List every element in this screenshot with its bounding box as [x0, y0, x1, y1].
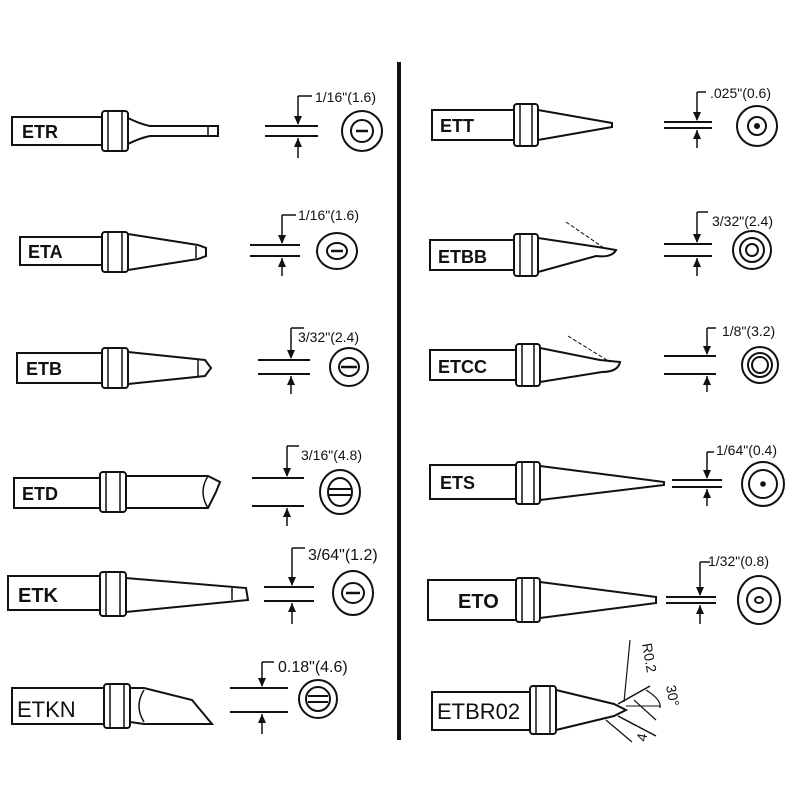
tip-ett-dimension: .025"(0.6)	[710, 85, 771, 101]
tip-eta	[19, 214, 358, 276]
tip-etk-label: ETK	[18, 585, 59, 607]
tip-etbr02	[431, 639, 661, 743]
tip-etcc-dimension: 1/8"(3.2)	[722, 323, 775, 339]
tip-ett	[431, 91, 778, 148]
tip-etcc	[429, 327, 779, 392]
tip-etbr02-angle: 30°	[663, 684, 682, 708]
tip-eta-dimension: 1/16"(1.6)	[298, 207, 359, 223]
tip-ett-label: ETT	[440, 116, 474, 136]
tip-etkn-dimension: 0.18"(4.6)	[278, 659, 348, 676]
tip-etr-label: ETR	[22, 122, 58, 142]
tip-etk-dimension: 3/64"(1.2)	[308, 547, 378, 564]
tip-eto	[427, 561, 781, 625]
tip-etd	[13, 445, 361, 526]
tip-ets	[429, 451, 785, 507]
tip-etbb-dimension: 3/32"(2.4)	[712, 213, 773, 229]
tip-etcc-label: ETCC	[438, 357, 487, 377]
tip-etr	[11, 95, 383, 158]
tip-etkn	[11, 661, 338, 734]
tip-etbb-label: ETBB	[438, 247, 487, 267]
tip-etr-dimension: 1/16"(1.6)	[315, 89, 376, 105]
tip-ets-dimension: 1/64"(0.4)	[716, 442, 777, 458]
tip-eta-label: ETA	[28, 242, 63, 262]
tip-etkn-label: ETKN	[17, 697, 76, 722]
tip-etbr02-radius: R0.2	[639, 642, 660, 674]
tip-ets-label: ETS	[440, 473, 475, 493]
tip-etbr02-label: ETBR02	[437, 699, 520, 724]
tip-etbb	[429, 211, 772, 277]
tip-eto-label: ETO	[458, 591, 499, 613]
tip-etb	[16, 327, 369, 394]
tip-etd-dimension: 3/16"(4.8)	[301, 447, 362, 463]
tip-etb-dimension: 3/32"(2.4)	[298, 329, 359, 345]
tip-eto-dimension: 1/32"(0.8)	[708, 553, 769, 569]
tip-etb-label: ETB	[26, 359, 62, 379]
tip-etbr02-length: 4	[633, 732, 650, 743]
tip-etd-label: ETD	[22, 484, 58, 504]
tip-etk	[7, 547, 374, 624]
